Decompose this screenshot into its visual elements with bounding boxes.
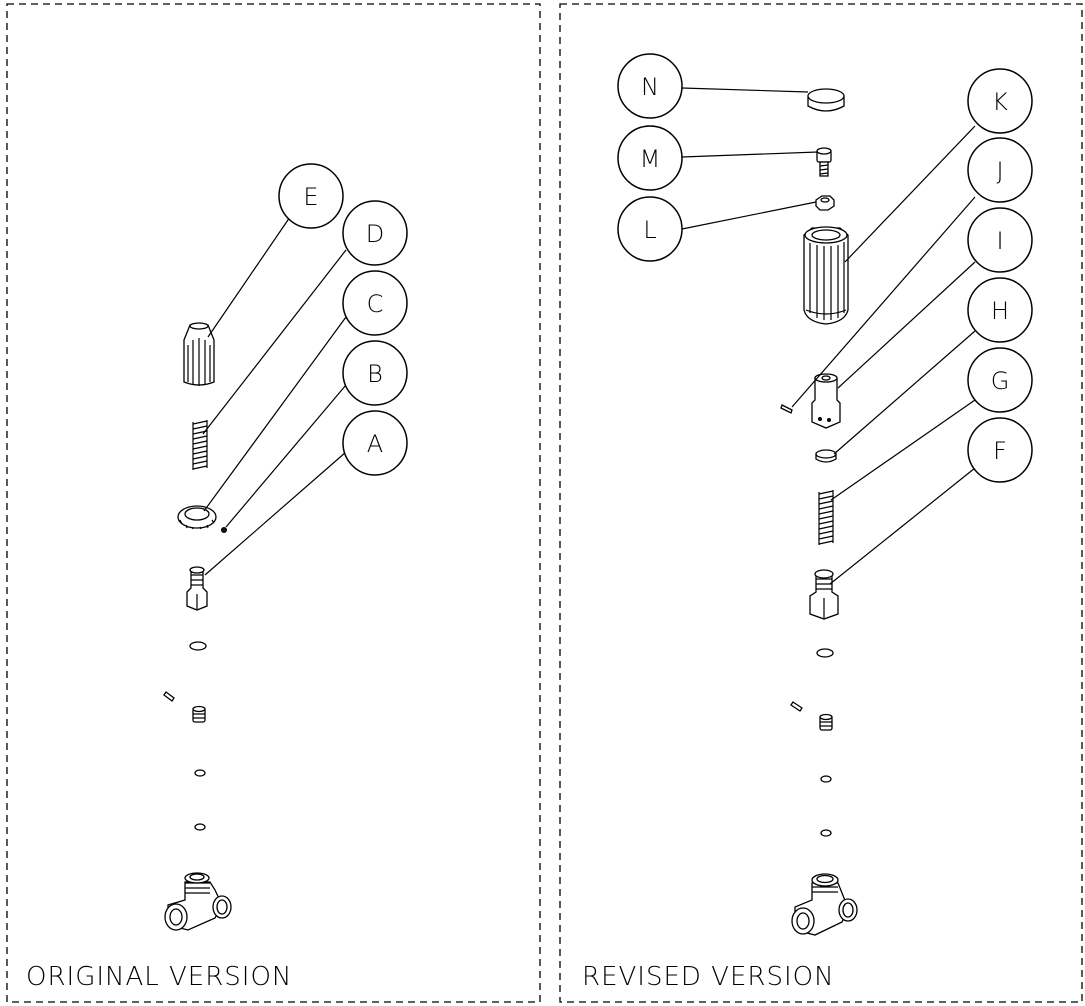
rev-washer [816, 648, 834, 658]
rev-o-ring-2 [820, 829, 832, 837]
svg-text:N: N [641, 73, 659, 101]
leader-g [830, 399, 976, 501]
part-g-spring [818, 490, 834, 546]
callout-g: G [967, 347, 1033, 413]
part-j-pin [780, 404, 793, 414]
callout-j: J [967, 137, 1033, 203]
rev-plug [819, 713, 833, 731]
orig-o-ring-1 [194, 769, 206, 777]
svg-text:G: G [991, 367, 1010, 395]
part-n-cap [807, 88, 845, 112]
part-m-screw [816, 147, 832, 177]
leader-m [681, 151, 819, 158]
svg-text:F: F [993, 437, 1007, 465]
callout-c: C [342, 270, 408, 336]
part-f-fitting [809, 569, 839, 620]
svg-text:M: M [640, 145, 661, 173]
revised-version-frame [559, 3, 1083, 1003]
callout-e: E [278, 163, 344, 229]
orig-o-ring-2 [194, 823, 206, 831]
svg-text:B: B [367, 360, 383, 388]
orig-tee-body [164, 872, 232, 931]
callout-k: K [967, 68, 1033, 134]
rev-tee-body [791, 873, 858, 936]
callout-i: I [967, 207, 1033, 273]
leader-d [202, 249, 347, 435]
rev-pin [790, 701, 803, 712]
revised-version-label: REVISED VERSION [582, 962, 835, 992]
svg-text:K: K [992, 88, 1008, 116]
leader-e [207, 216, 291, 338]
leader-i [837, 261, 976, 389]
callout-d: D [342, 200, 408, 266]
leader-l [681, 201, 817, 230]
callout-h: H [967, 277, 1033, 343]
leader-j [791, 196, 976, 408]
callout-a: A [342, 410, 408, 476]
part-b-ball [221, 527, 227, 533]
original-version-label: ORIGINAL VERSION [26, 962, 292, 992]
part-d-spring [192, 420, 208, 470]
leader-b [225, 384, 347, 528]
orig-pin [163, 691, 175, 702]
part-c-ring [177, 505, 217, 530]
part-e-knob [183, 322, 215, 386]
part-i-sleeve [811, 373, 841, 429]
svg-text:I: I [996, 227, 1003, 255]
svg-text:H: H [991, 297, 1009, 325]
part-l-nut [815, 195, 835, 211]
svg-text:E: E [303, 183, 318, 211]
orig-washer [189, 641, 207, 651]
svg-text:C: C [367, 290, 384, 318]
part-k-knob [803, 226, 849, 325]
leader-k [844, 125, 976, 263]
leader-n [681, 87, 809, 93]
svg-text:D: D [366, 220, 384, 248]
svg-text:L: L [643, 216, 656, 244]
svg-text:A: A [367, 430, 383, 458]
rev-o-ring-1 [820, 775, 832, 783]
leader-h [833, 330, 976, 455]
part-h-disc [815, 449, 837, 463]
part-a-fitting [186, 566, 208, 611]
callout-b: B [342, 340, 408, 406]
callout-l: L [617, 196, 683, 262]
callout-n: N [617, 53, 683, 119]
callout-m: M [617, 125, 683, 191]
callout-f: F [967, 417, 1033, 483]
leader-f [829, 467, 976, 585]
leader-c [203, 316, 347, 512]
svg-text:J: J [996, 157, 1003, 185]
original-version-frame [6, 3, 541, 1003]
leader-a [204, 451, 347, 576]
orig-plug [192, 705, 206, 723]
